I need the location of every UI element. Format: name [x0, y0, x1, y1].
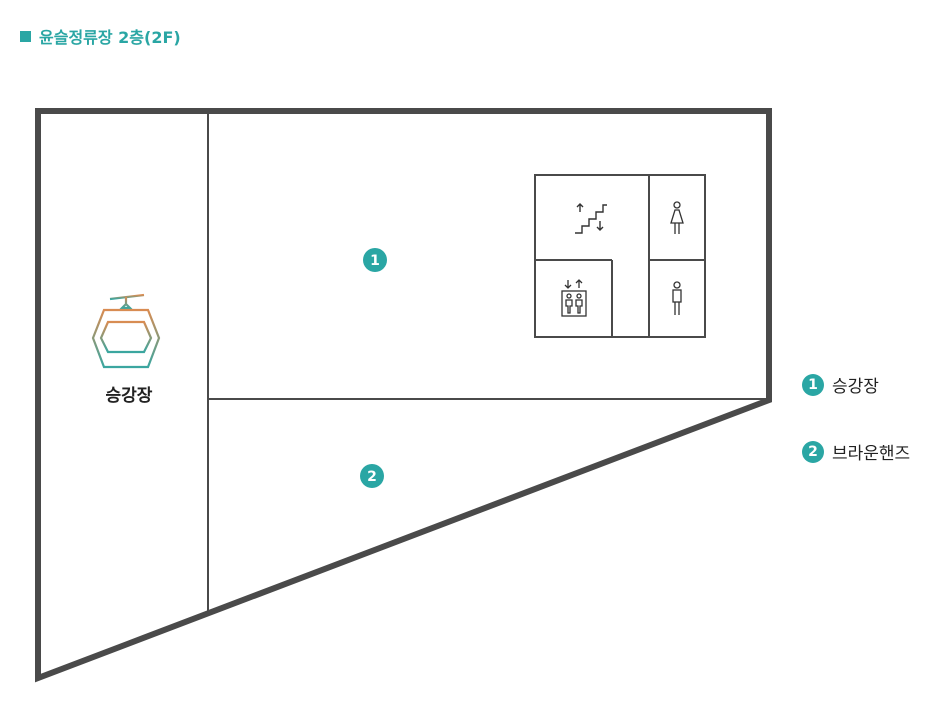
- svg-text:2: 2: [367, 469, 377, 485]
- core-block: [534, 174, 706, 338]
- legend-item-2: 2 브라운핸즈: [802, 439, 910, 464]
- platform-label: 승강장: [106, 386, 153, 406]
- male-restroom-icon: [672, 281, 682, 315]
- title-text: 윤슬정류장 2층(2F): [39, 28, 181, 47]
- svg-text:1: 1: [370, 253, 380, 269]
- legend-item-1: 1 승강장: [802, 372, 879, 397]
- page-title: 윤슬정류장 2층(2F): [20, 24, 181, 48]
- legend-number-2: 2: [802, 440, 824, 463]
- zone-2-marker: 2: [360, 464, 384, 488]
- legend-number-1: 1: [802, 373, 824, 396]
- stairs-icon: [575, 203, 607, 234]
- female-restroom-icon: [670, 201, 684, 234]
- legend-label-2: 브라운핸즈: [832, 444, 911, 464]
- legend-label-1: 승강장: [832, 377, 879, 397]
- zone-1-marker: 1: [363, 248, 387, 272]
- cable-car-icon: [91, 293, 161, 369]
- elevator-icon: [561, 279, 587, 317]
- title-square-icon: [20, 30, 31, 42]
